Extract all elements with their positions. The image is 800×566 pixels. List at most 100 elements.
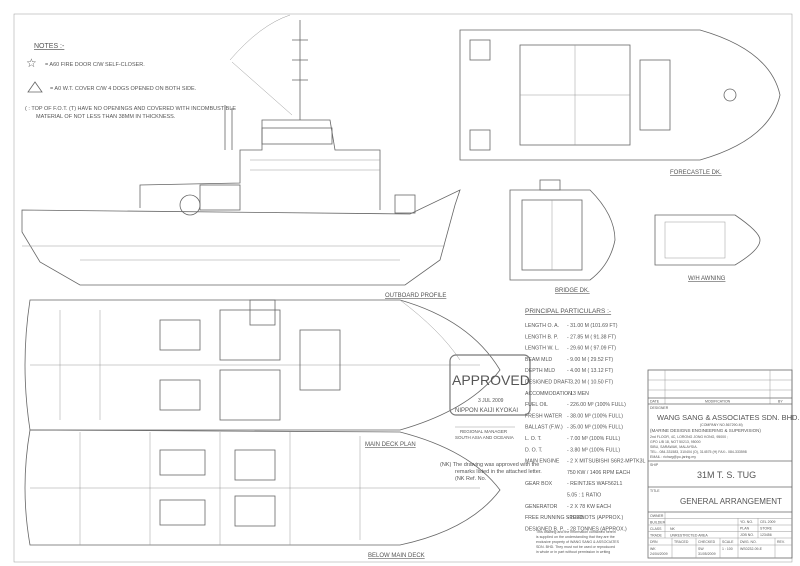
main-deck-plan-label: MAIN DECK PLAN (365, 442, 416, 448)
outboard-profile: OUTBOARD PROFILE (21, 14, 461, 299)
particular-label: FRESH WATER (525, 413, 562, 419)
disclaimer-line: exclusive property of WANG SANG & ASSOCI… (536, 540, 620, 544)
field-label: BUILDER (650, 521, 666, 525)
below-main-deck-plan: BELOW MAIN DECK (24, 429, 501, 559)
particular-label: FUEL OIL (525, 402, 548, 408)
star-icon: ☆ (26, 56, 37, 70)
note-1: = A60 FIRE DOOR C/W SELF-CLOSER. (45, 62, 145, 68)
stamp-society: NIPPON KAIJI KYOKAI (455, 408, 518, 414)
address-line: TEL:- 084-331583, 310404 (O), 314575 (H)… (650, 450, 747, 454)
column-header: DRN (650, 540, 658, 544)
particular-label: LENGTH W. L. (525, 346, 559, 352)
particular-value: - 3.80 M³ (100% FULL) (567, 447, 620, 453)
company-services: (MARINE DESIGNS ENGINEERING & SUPERVISIO… (650, 428, 761, 433)
stamp-date: 3 JUL 2009 (478, 398, 504, 404)
nk-remark-1: (NK) The drawing was approved with the (440, 462, 539, 468)
title-label: TITLE (650, 489, 660, 493)
forecastle-deck-label: FORECASTLE DK. (670, 170, 722, 176)
particular-value: - 27.85 M ( 91.38 FT) (567, 334, 616, 340)
disclaimer-line: This drawing and the information contain… (536, 530, 616, 534)
particular-label: FREE RUNNING SPEED (525, 515, 584, 521)
particular-value: - 2 X 78 KW EACH (567, 504, 611, 510)
rev-by-header: BY (778, 400, 783, 404)
address-line: 2nd FLOOR, 4C, LORONG JONG KONG, 95000 ; (650, 435, 728, 439)
main-deck-plan: MAIN DECK PLAN (24, 299, 501, 448)
particular-label: BEAM MLD (525, 357, 552, 363)
principal-particulars: PRINCIPAL PARTICULARS :- LENGTH O. A. - 3… (525, 308, 646, 532)
particular-value: - 2 X MITSUBISHI S6R2-MPTK3L (567, 459, 646, 465)
particular-label: BALLAST (F.W.) (525, 425, 563, 431)
particular-value: - 13 MEN (567, 391, 589, 397)
particulars-heading: PRINCIPAL PARTICULARS :- (525, 308, 611, 315)
particular-label: DEPTH MLD (525, 368, 555, 374)
address-line: GPO L/B 18, NOT 50213, 95000 (650, 440, 701, 444)
particular-value: - 3.20 M ( 10.50 FT) (567, 380, 613, 386)
forecastle-deck-plan: FORECASTLE DK. (459, 29, 781, 176)
column-header: DWG. NO. (740, 540, 757, 544)
particular-value: - REINTJES WAF562L1 (567, 481, 623, 487)
column-value: 24/04/2009 (650, 552, 668, 556)
rev-modification-header: MODIFICATION (705, 400, 731, 404)
title-block: DATE MODIFICATION BY DESIGNER WANG SANG … (647, 369, 800, 559)
particular-value: - 9.00 M ( 29.52 FT) (567, 357, 613, 363)
field-value: 123456 (760, 533, 772, 537)
particular-label: MAIN ENGINE (525, 459, 560, 465)
nk-remark-3: (NK Ref. No. (455, 476, 487, 482)
particular-value: - 35.00 M³ (100% FULL) (567, 425, 623, 431)
outboard-profile-label: OUTBOARD PROFILE (385, 293, 446, 299)
field-value: NK (670, 527, 676, 531)
field-label: PLAN (740, 527, 750, 531)
particular-label: DESIGNED B. P. (525, 526, 564, 532)
particular-value: - 31.00 M (101.69 FT) (567, 323, 618, 329)
nk-remark-2: remarks listed in the attached letter. (455, 469, 542, 475)
particular-value: - 4.00 M ( 13.12 FT) (567, 368, 613, 374)
column-header: REV. (777, 540, 785, 544)
particular-label: GENERATOR (525, 504, 558, 510)
ship-name: 31M T. S. TUG (697, 470, 756, 480)
field-label: OWNER (650, 514, 664, 518)
particular-label: LENGTH B. P. (525, 334, 558, 340)
particular-label: L. O. T. (525, 436, 542, 442)
field-label: TRADE (650, 534, 663, 538)
column-header: SCALE (722, 540, 734, 544)
field-label: JOB NO. (740, 533, 754, 537)
column-header: TRACED (674, 540, 689, 544)
particular-value: - 10 KNOTS (APPROX.) (567, 515, 623, 521)
address-line: EMAIL : richwg@po.jaring.my (650, 455, 696, 459)
address-line: SIBU, SARAWAK, MALAYSIA. (650, 445, 698, 449)
below-main-deck-label: BELOW MAIN DECK (368, 553, 425, 559)
field-label: YD. NO. (740, 520, 753, 524)
particular-label: GEAR BOX (525, 481, 553, 487)
field-value: UNRESTRICTED AREA (670, 534, 708, 538)
wh-awning-plan: W/H AWNING (654, 214, 761, 282)
particular-label: ACCOMMODATION (525, 391, 572, 397)
disclaimer-line: in whole or in part without permission i… (536, 550, 610, 554)
company-number: (COMPANY NO.567290-M) (700, 423, 743, 427)
bridge-deck-label: BRIDGE DK. (555, 288, 590, 294)
wh-awning-label: W/H AWNING (688, 276, 726, 282)
particular-value: 5.05 : 1 RATIO (567, 493, 601, 499)
field-label: CLASS (650, 527, 662, 531)
stamp-signatory: REGIONAL MANAGER (460, 429, 508, 434)
particular-value: - 29.60 M ( 97.09 FT) (567, 346, 616, 352)
column-value: WK (650, 547, 656, 551)
drawing-title: GENERAL ARRANGEMENT (680, 497, 782, 506)
rev-date-header: DATE (650, 400, 660, 404)
column-value: SW (698, 547, 704, 551)
field-value: CEL 2009 (760, 520, 775, 524)
approval-stamp: APPROVED 3 JUL 2009 NIPPON KAIJI KYOKAI … (440, 354, 542, 482)
disclaimer-line: SDN. BHD. They must not be used or repro… (536, 545, 615, 549)
notes-heading: NOTES :- (34, 43, 65, 50)
triangle-icon (27, 81, 43, 93)
particular-label: D. O. T. (525, 447, 543, 453)
particular-value: - 226.00 M³ (100% FULL) (567, 402, 626, 408)
drawing-border (13, 13, 793, 563)
note-2: = A0 W.T. COVER C/W 4 DOGS OPENED ON BOT… (50, 86, 197, 92)
company-name: WANG SANG & ASSOCIATES SDN. BHD. (657, 413, 800, 422)
particular-value: - 7.00 M³ (100% FULL) (567, 436, 620, 442)
column-value: 31/05/2009 (698, 552, 716, 556)
particular-label: LENGTH O. A. (525, 323, 559, 329)
particular-value: 750 KW / 1406 RPM EACH (567, 470, 630, 476)
particular-label: DESIGNED DRAFT (525, 380, 572, 386)
